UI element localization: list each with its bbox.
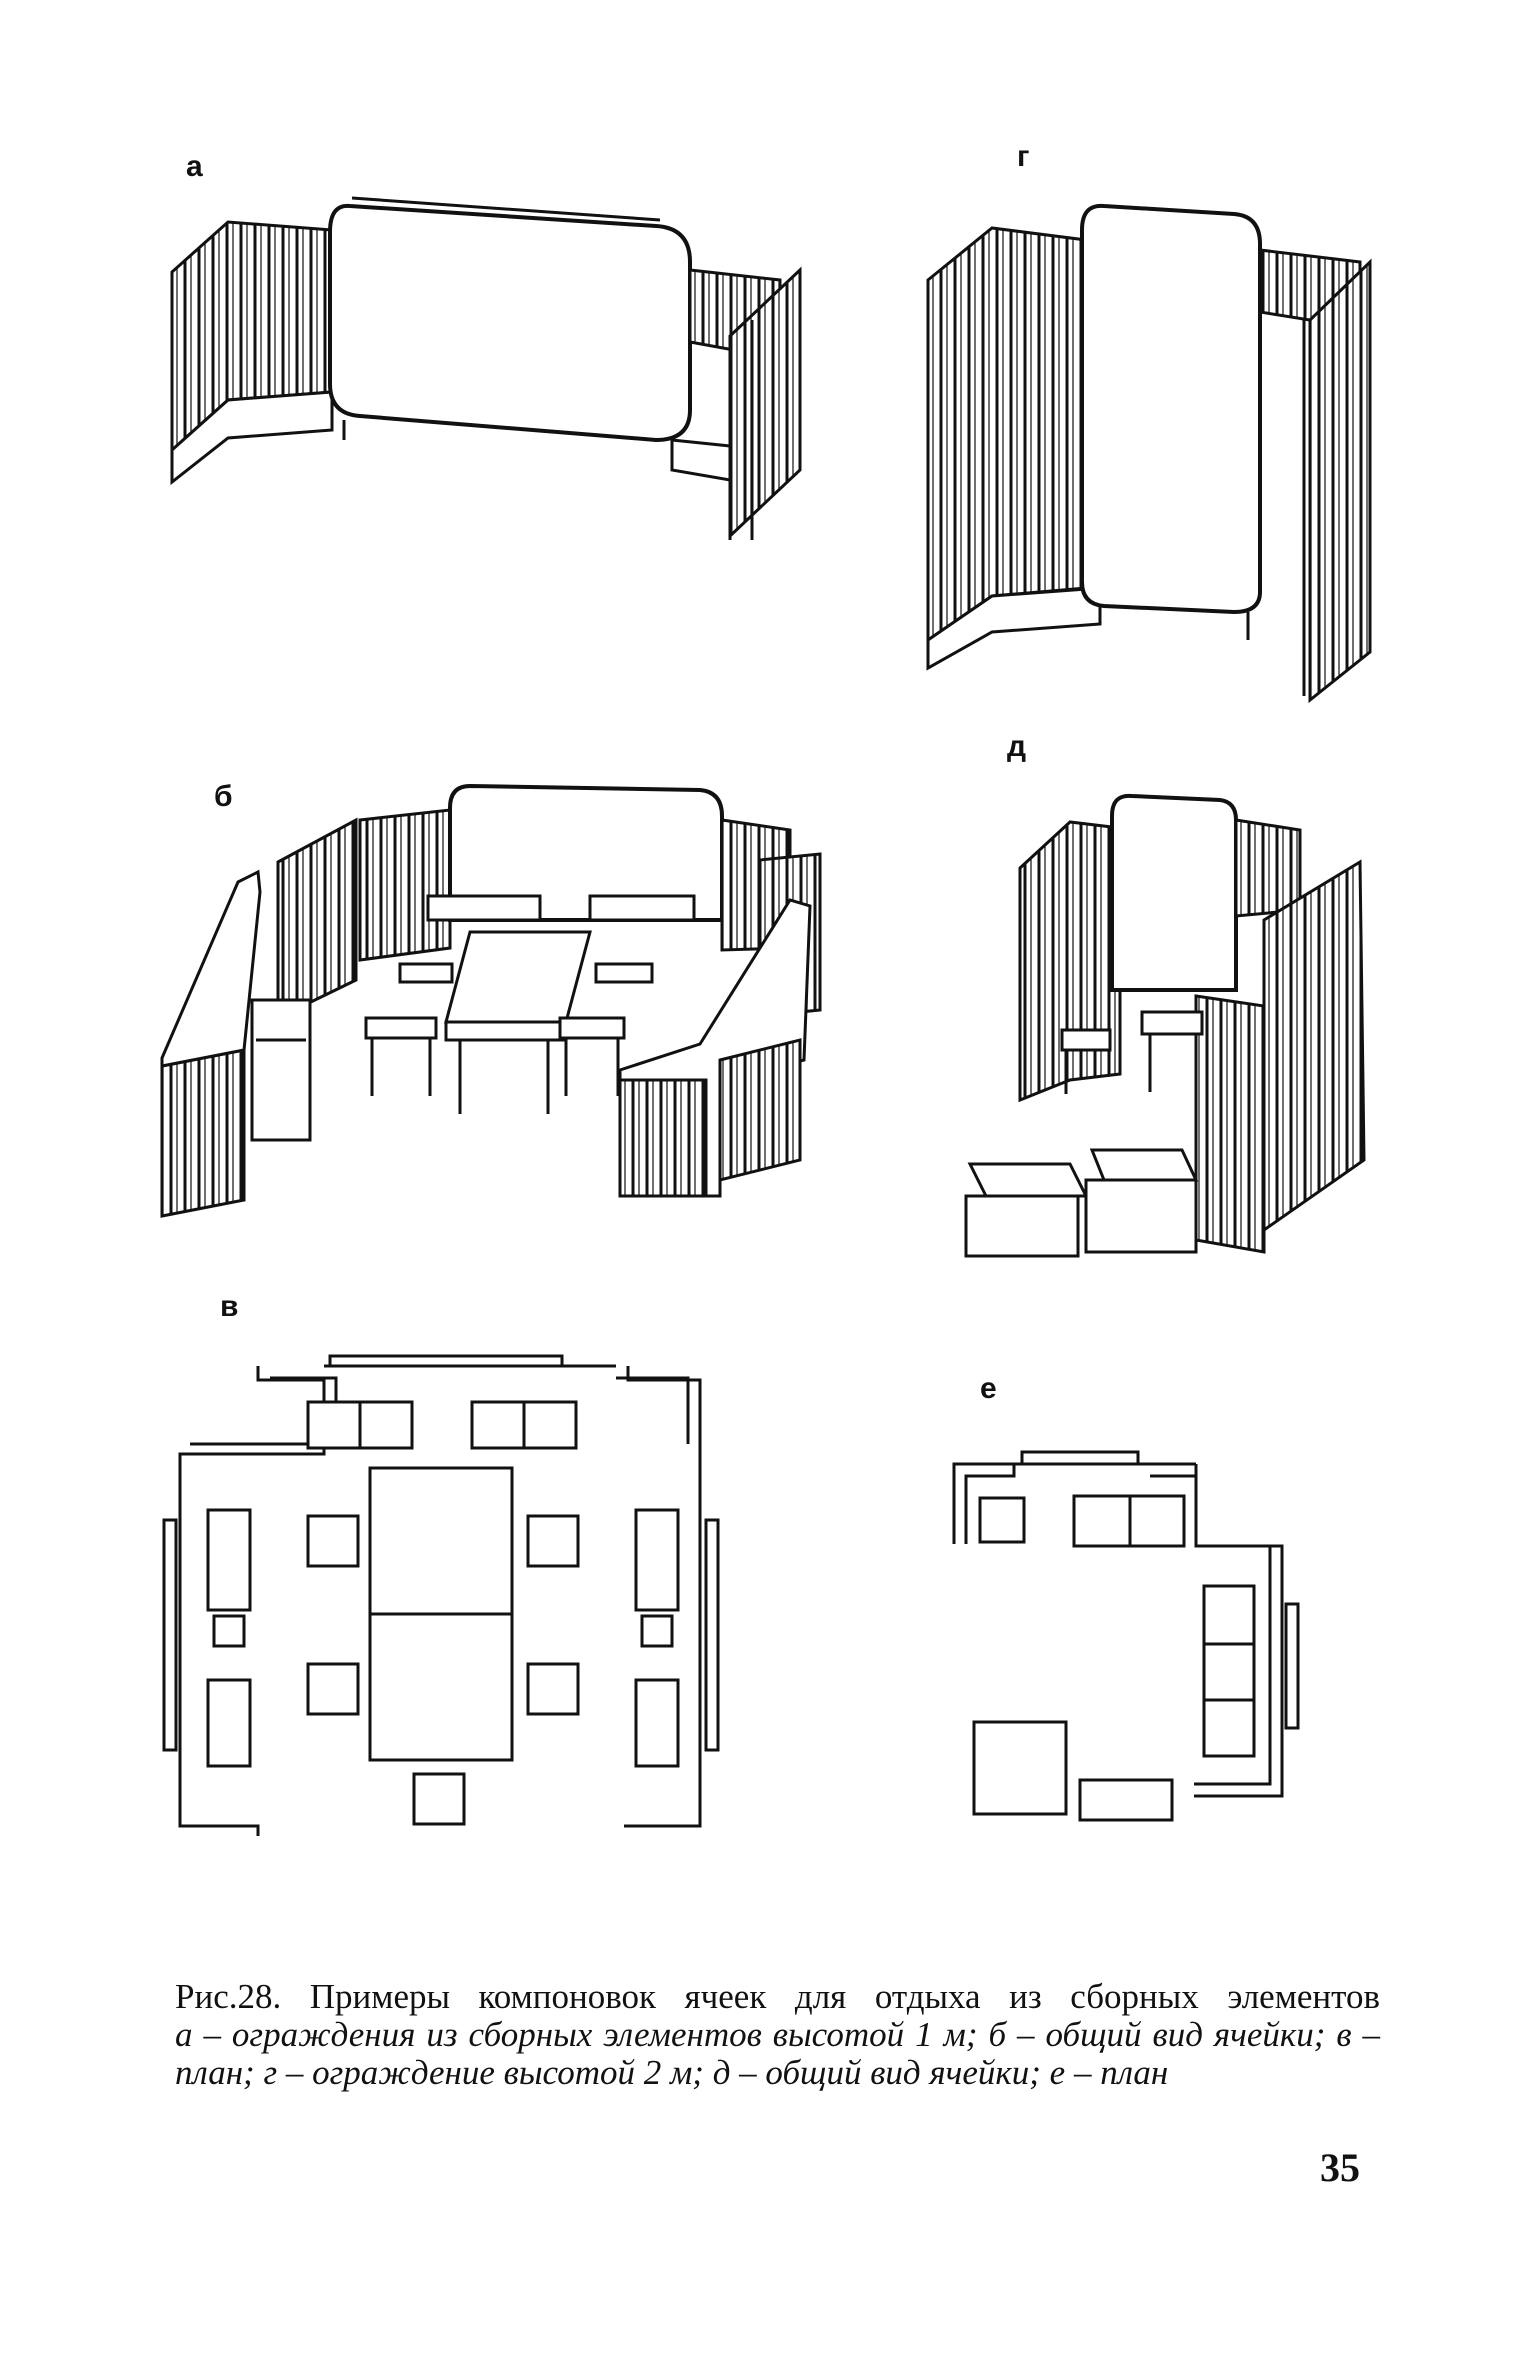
panel-v-stool: [526, 1662, 580, 1716]
panel-d-planter-1: [967, 1162, 1089, 1198]
panel-a-center-panel: [328, 203, 692, 443]
panel-e-planter: [978, 1496, 1026, 1544]
panel-d-right-wall: [1194, 994, 1266, 1254]
panel-e-armchair: [1128, 1494, 1186, 1548]
panel-e-armchair: [1202, 1698, 1256, 1758]
caption-body: а – ограждения из сборных элементов высо…: [175, 2015, 1380, 2092]
panel-v-back-panel: [328, 1354, 564, 1368]
panel-v-armchair: [522, 1400, 578, 1450]
panel-v-outer-wall: [178, 1366, 326, 1836]
panel-v-armchair: [358, 1400, 414, 1450]
panel-v-armchair: [306, 1400, 362, 1450]
caption-title: Рис.28. Примеры компоновок ячеек для отд…: [175, 1977, 1380, 2016]
panel-d-left-wall: [1018, 820, 1122, 1103]
panel-b-left-wall: [160, 1048, 246, 1218]
panel-v-planter: [206, 1678, 252, 1768]
panel-a-enclosure-1m: [170, 196, 802, 540]
panel-b-big-table: [444, 930, 592, 1024]
panel-g-enclosure-2m: [926, 203, 1372, 704]
panel-g-center-panel: [1080, 203, 1262, 615]
panel-b-table-1: [426, 894, 542, 922]
panel-e-armchair: [1072, 1494, 1132, 1548]
figure-caption: Рис.28. Примеры компоновок ячеек для отд…: [175, 1978, 1380, 2092]
panel-label-e: е: [980, 1372, 997, 1405]
panel-b-cell-view: [160, 783, 822, 1218]
panel-v-stool: [526, 1514, 580, 1568]
panel-label-a: а: [186, 150, 203, 183]
panel-b-table-2: [588, 894, 696, 922]
panel-label-d: д: [1007, 730, 1027, 763]
panel-e-big-planter: [972, 1720, 1068, 1816]
panel-e-back-panel: [1020, 1450, 1140, 1466]
panel-d-planter-2: [1089, 1148, 1199, 1182]
panel-v-armchair: [470, 1400, 526, 1450]
panel-v-planter: [634, 1678, 680, 1768]
panel-label-b: б: [214, 780, 233, 813]
panel-b-stool: [364, 1016, 438, 1040]
panel-d-table: [1140, 1010, 1204, 1036]
panel-b-stool: [558, 1016, 626, 1040]
panel-v-planter: [634, 1508, 680, 1612]
page-number: 35: [1320, 2145, 1360, 2190]
panel-v-stool: [306, 1662, 360, 1716]
panel-v-planter: [206, 1508, 252, 1612]
panel-e-plan: [952, 1450, 1300, 1822]
panel-e-armchair: [1202, 1584, 1256, 1646]
panel-d-cell-view: [964, 793, 1366, 1258]
panel-v-plan: [162, 1354, 720, 1836]
panel-d-center-panel: [1110, 793, 1238, 992]
panel-g-left-wall: [926, 226, 1088, 643]
panel-e-outer-wall: [952, 1462, 1016, 1544]
panel-e-low-planter: [1078, 1778, 1174, 1822]
panel-v-stool: [306, 1514, 360, 1568]
panel-v-stool: [412, 1772, 466, 1826]
panel-e-armchair: [1202, 1642, 1256, 1702]
panel-label-g: г: [1017, 140, 1030, 173]
panel-label-v: в: [220, 1290, 239, 1323]
